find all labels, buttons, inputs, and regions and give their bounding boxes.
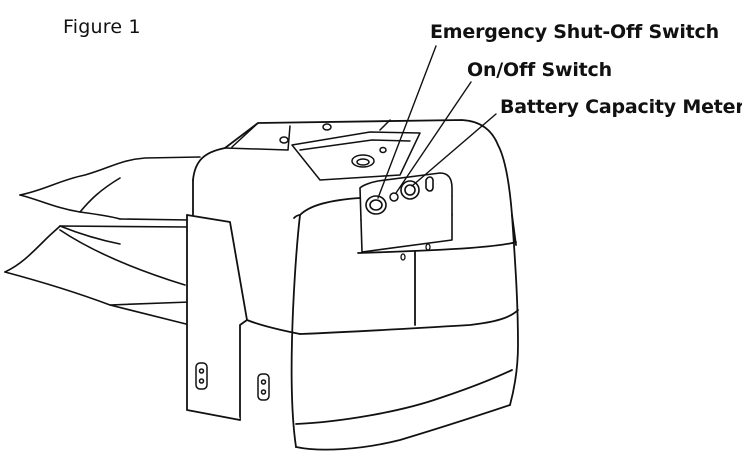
- unit-housing: [186, 119, 519, 451]
- on-off-switch: [389, 192, 399, 202]
- front-screws: [400, 243, 431, 261]
- leader-lines: [377, 45, 497, 199]
- top-cover: [224, 119, 421, 181]
- battery-capacity-meter: [400, 176, 434, 200]
- mounting-brackets: [195, 362, 270, 401]
- emergency-shutoff-leader: [377, 45, 437, 199]
- on-off-switch-leader: [395, 81, 472, 194]
- figure-title: Figure 1: [63, 16, 141, 38]
- battery-meter-leader: [411, 113, 497, 187]
- emergency-shutoff-label: Emergency Shut-Off Switch: [430, 21, 719, 43]
- emergency-shutoff-switch: [365, 195, 387, 215]
- platform-ramp: [4, 156, 201, 326]
- on-off-switch-label: On/Off Switch: [467, 59, 612, 81]
- battery-meter-label: Battery Capacity Meter: [500, 96, 742, 118]
